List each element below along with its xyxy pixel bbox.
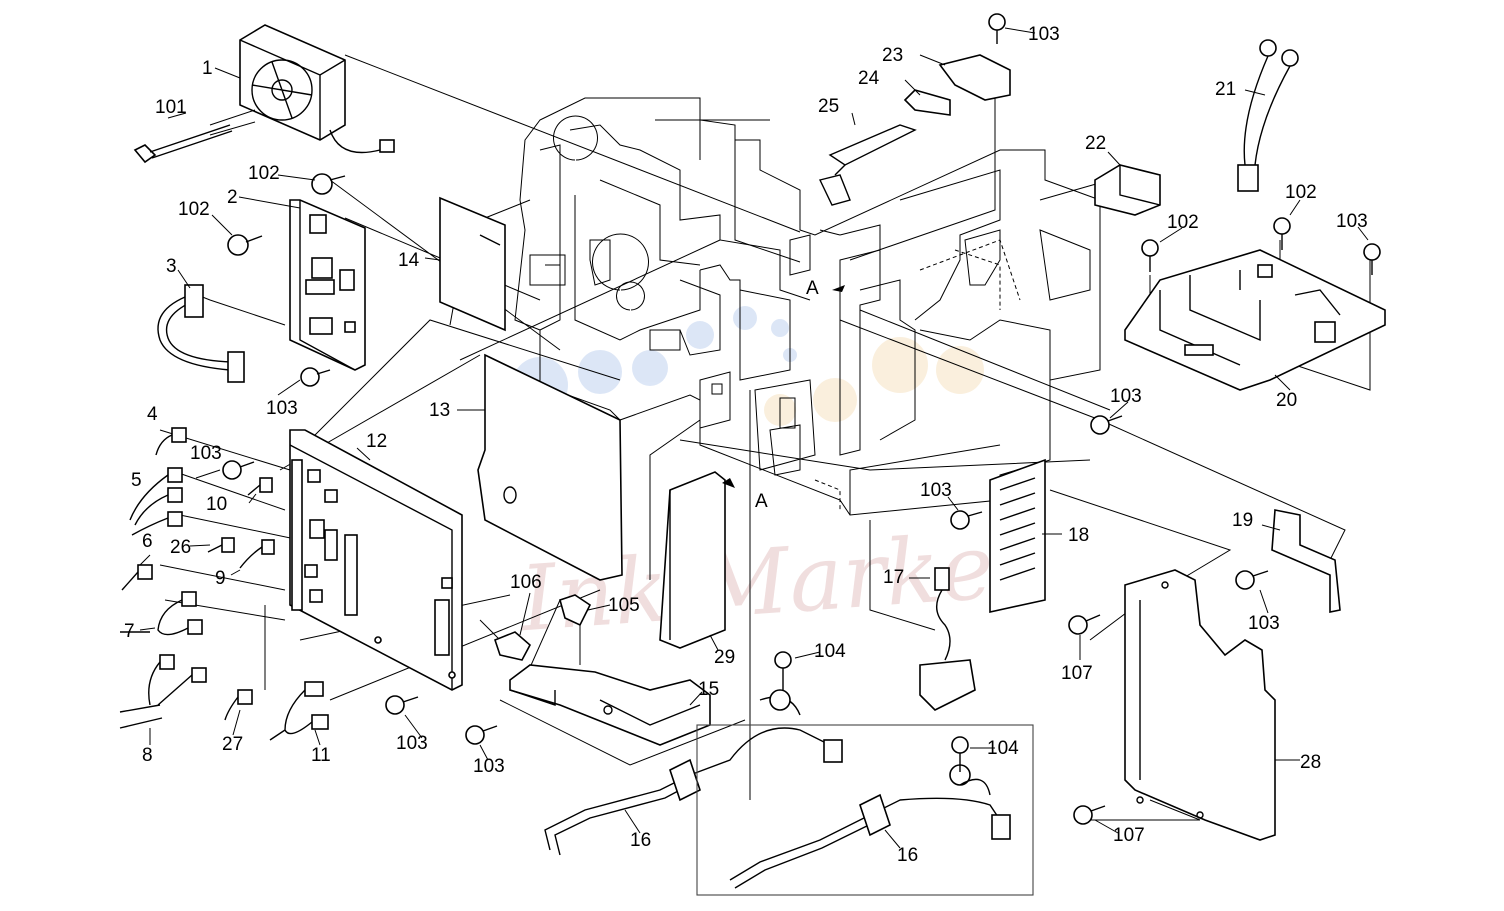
label-17: 17 bbox=[883, 567, 904, 588]
label-22: 22 bbox=[1085, 133, 1106, 154]
label-14: 14 bbox=[398, 250, 420, 271]
label-8: 8 bbox=[142, 745, 153, 766]
label-103d: 103 bbox=[266, 398, 298, 419]
part-labels: 1 2 3 4 5 6 7 8 9 10 11 12 13 14 15 16 1… bbox=[124, 24, 1368, 866]
label-A-b: A bbox=[755, 491, 768, 512]
label-102d: 102 bbox=[1285, 182, 1317, 203]
label-21: 21 bbox=[1215, 79, 1236, 100]
label-103i: 103 bbox=[473, 756, 505, 777]
plug-part-22 bbox=[1094, 164, 1161, 216]
plate-part-13 bbox=[477, 353, 623, 581]
label-3: 3 bbox=[166, 256, 177, 277]
label-20: 20 bbox=[1276, 390, 1297, 411]
label-15: 15 bbox=[698, 679, 719, 700]
label-102c: 102 bbox=[1167, 212, 1199, 233]
parts-23-24-25 bbox=[818, 54, 1011, 206]
label-102a: 102 bbox=[248, 163, 280, 184]
label-25: 25 bbox=[818, 96, 839, 117]
bracket-part-19 bbox=[1271, 509, 1341, 613]
rail-part-18 bbox=[989, 458, 1046, 613]
label-104a: 104 bbox=[814, 641, 846, 662]
label-103b: 103 bbox=[1336, 211, 1368, 232]
label-107a: 107 bbox=[1061, 663, 1093, 684]
label-4: 4 bbox=[147, 404, 158, 425]
screw-101 bbox=[133, 109, 256, 164]
label-103g: 103 bbox=[1248, 613, 1280, 634]
label-102b: 102 bbox=[178, 199, 210, 220]
cable-part-3 bbox=[157, 284, 245, 383]
label-24: 24 bbox=[858, 68, 880, 89]
power-cord-part-16b bbox=[729, 764, 1011, 889]
label-28: 28 bbox=[1300, 752, 1321, 773]
label-103a: 103 bbox=[1028, 24, 1060, 45]
label-19: 19 bbox=[1232, 510, 1253, 531]
bracket-part-15 bbox=[509, 664, 711, 746]
label-2: 2 bbox=[227, 187, 238, 208]
label-107b: 107 bbox=[1113, 825, 1145, 846]
label-5: 5 bbox=[131, 470, 142, 491]
clips-105-106 bbox=[494, 594, 592, 661]
label-101: 101 bbox=[155, 97, 187, 118]
harness-connectors bbox=[119, 427, 329, 741]
label-leaders bbox=[139, 27, 1369, 849]
label-23: 23 bbox=[882, 45, 903, 66]
label-16b: 16 bbox=[897, 845, 918, 866]
fan-part-1 bbox=[239, 24, 395, 154]
plate-part-14 bbox=[439, 196, 506, 332]
connector-part-17 bbox=[919, 567, 976, 711]
board-part-20 bbox=[1124, 249, 1386, 391]
screws-104 bbox=[774, 651, 969, 772]
arrow-markers bbox=[722, 285, 845, 488]
label-103e: 103 bbox=[190, 443, 222, 464]
label-106: 106 bbox=[510, 572, 542, 593]
label-13: 13 bbox=[429, 400, 450, 421]
cover-part-28 bbox=[1124, 569, 1276, 841]
label-A-a: A bbox=[806, 278, 819, 299]
inset-frame bbox=[696, 724, 1034, 896]
screws-102 bbox=[227, 173, 1291, 272]
board-part-12 bbox=[289, 429, 463, 691]
label-103h: 103 bbox=[396, 733, 428, 754]
screws-103 bbox=[222, 13, 1381, 745]
label-104b: 104 bbox=[987, 738, 1019, 759]
label-9: 9 bbox=[215, 568, 226, 589]
label-26: 26 bbox=[170, 537, 191, 558]
screws-107 bbox=[1068, 614, 1106, 825]
label-29: 29 bbox=[714, 647, 735, 668]
label-11: 11 bbox=[311, 745, 331, 766]
label-18: 18 bbox=[1068, 525, 1089, 546]
label-10: 10 bbox=[206, 494, 227, 515]
main-chassis bbox=[514, 97, 1101, 516]
board-part-2 bbox=[289, 199, 366, 371]
label-103f: 103 bbox=[920, 480, 952, 501]
wires-part-21 bbox=[1237, 39, 1299, 192]
power-cord-part-16a bbox=[544, 689, 843, 856]
label-6: 6 bbox=[142, 531, 153, 552]
label-12: 12 bbox=[366, 431, 387, 452]
label-16a: 16 bbox=[630, 830, 651, 851]
label-7: 7 bbox=[124, 621, 135, 642]
shield-part-29 bbox=[659, 471, 726, 649]
label-103c: 103 bbox=[1110, 386, 1142, 407]
label-105: 105 bbox=[608, 595, 640, 616]
label-1: 1 bbox=[202, 58, 213, 79]
label-27: 27 bbox=[222, 734, 243, 755]
